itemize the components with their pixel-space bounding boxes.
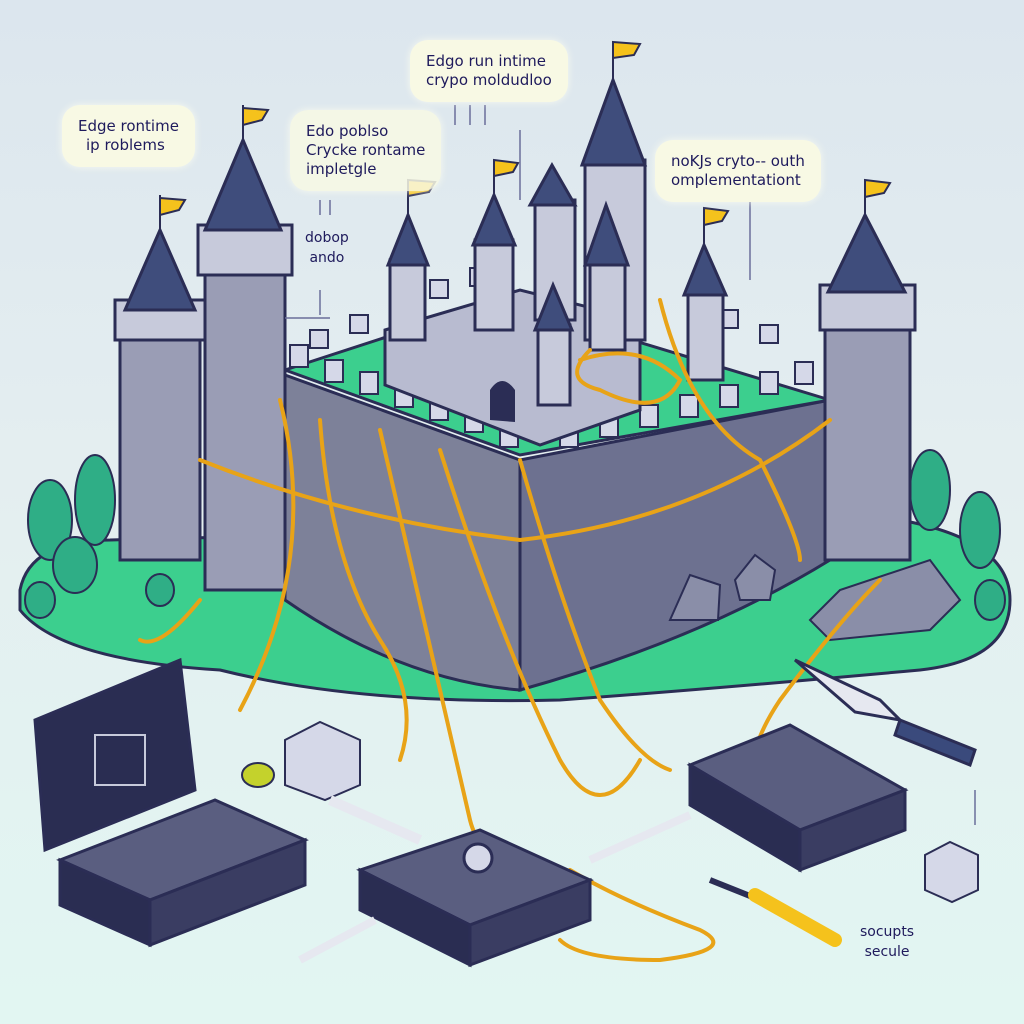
flags (159, 40, 892, 245)
box-right (686, 723, 909, 873)
towers (113, 75, 917, 592)
label-crypto-runtime-implementation: Edo poblso Crycke rontame impletgle (290, 110, 442, 191)
box-center (356, 828, 594, 968)
bushes (24, 449, 1006, 621)
tower-right (823, 318, 912, 562)
keep-gate (490, 381, 515, 422)
label-line: Edo poblso (306, 122, 389, 140)
tools (298, 658, 977, 964)
label-side-note: dobop ando (305, 228, 349, 268)
label-line: Crycke rontame (306, 141, 426, 159)
label-line: ando (309, 250, 345, 266)
cubes (284, 720, 979, 904)
keep (383, 288, 642, 447)
tower-far-left (118, 328, 202, 562)
tower-left (203, 268, 287, 592)
label-scripts-secure: socupts secule (860, 922, 914, 962)
fortress-wall-right (518, 398, 832, 692)
label-line: Edge rontime (78, 117, 179, 135)
label-line: Edgo run intime (426, 52, 546, 70)
leader-lines (285, 105, 976, 825)
label-edge-runtime-crypto-module: Edgo run intime crypo moldudloo (410, 40, 568, 102)
label-line: omplementationt (671, 171, 801, 189)
label-line: ip roblems (86, 136, 165, 154)
rocks (668, 553, 962, 642)
label-nextjs-crypto-auth: noKJs cryto-- outh omplementationt (655, 140, 821, 202)
label-line: secule (864, 944, 910, 960)
label-line: dobop (305, 230, 349, 246)
label-line: crypo moldudloo (426, 71, 552, 89)
coin (241, 762, 275, 788)
laptop-toolbox (33, 657, 309, 948)
label-line: noKJs cryto-- outh (671, 152, 805, 170)
tangled-ropes (138, 298, 882, 963)
label-line: impletgle (306, 160, 377, 178)
label-line: socupts (860, 924, 915, 940)
label-edge-runtime-problems: Edge rontime ip roblems (62, 105, 195, 167)
